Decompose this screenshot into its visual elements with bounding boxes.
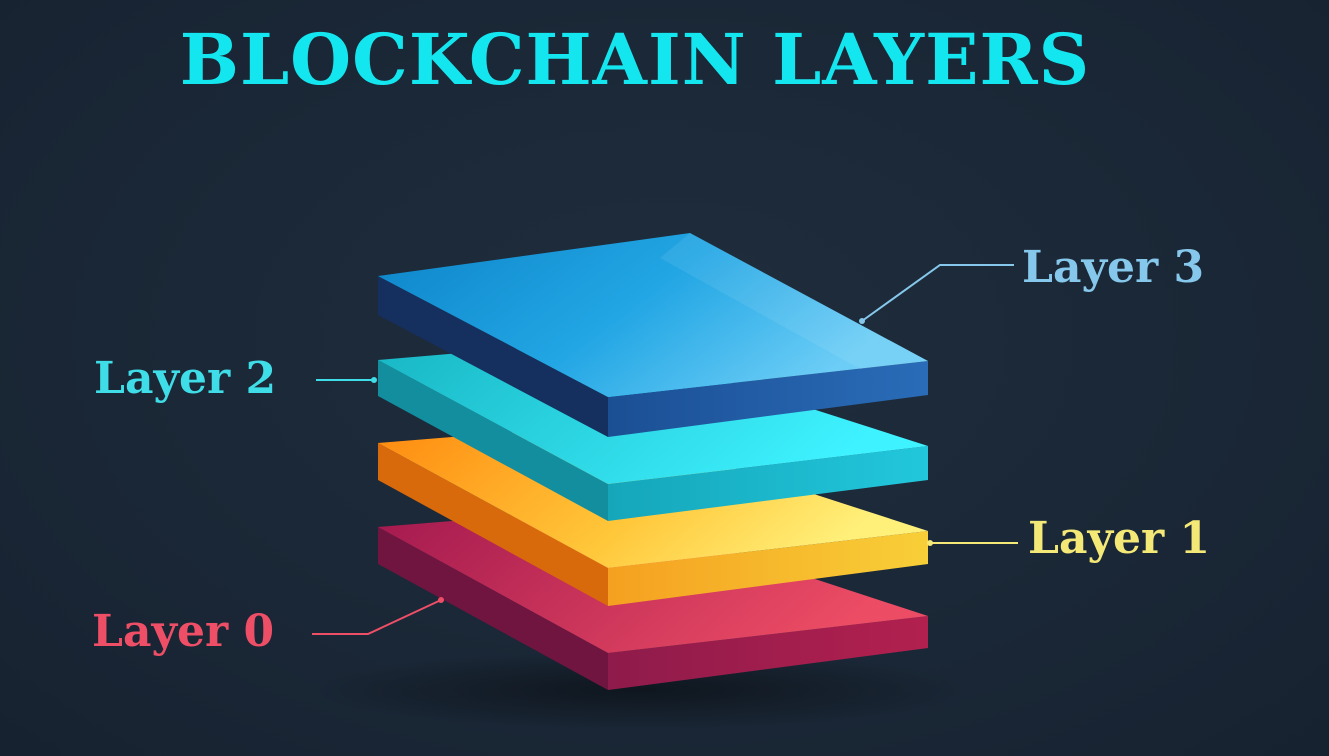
- stack-shadow: [310, 650, 970, 730]
- layer-0-label: Layer 0: [92, 606, 275, 657]
- layer-2-label: Layer 2: [94, 353, 277, 404]
- layer-3-slab: [378, 233, 928, 437]
- connector-layer-2: [316, 377, 377, 383]
- connector-layer-3: [859, 264, 1014, 324]
- diagram-title: BLOCKCHAIN LAYERS: [179, 18, 1091, 101]
- layer-1-label: Layer 1: [1028, 513, 1211, 564]
- connector-layer-1: [927, 540, 1018, 546]
- connector-layer-0: [312, 597, 444, 635]
- layer-3-label: Layer 3: [1022, 242, 1205, 293]
